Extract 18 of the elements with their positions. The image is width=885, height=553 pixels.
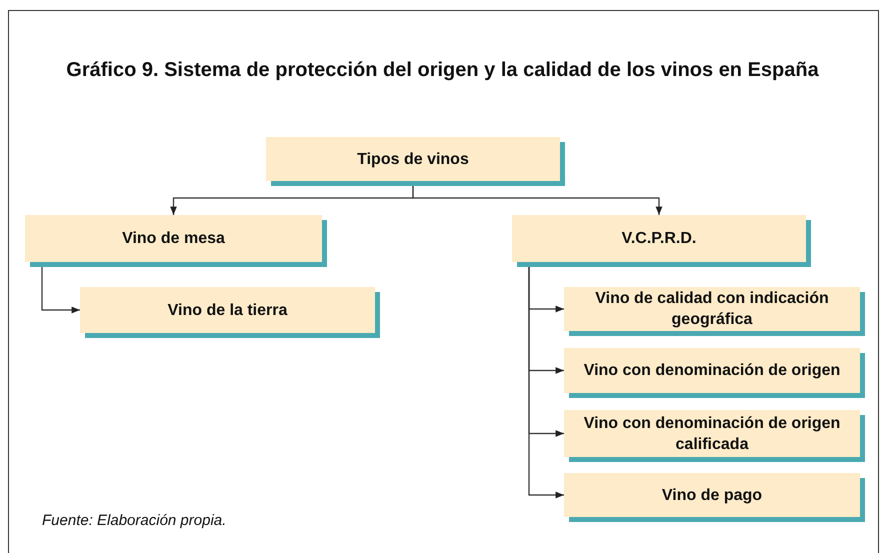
box-label: Vino de pago	[662, 486, 762, 506]
category-box	[266, 137, 560, 181]
diagram-title: Gráfico 9. Sistema de protección del origen y la calidad de los vinos en España	[65, 58, 820, 83]
category-box	[80, 287, 375, 333]
box-label: Tipos de vinos	[357, 150, 469, 170]
box-label: V.C.P.R.D.	[622, 229, 696, 249]
box-label: Vino de calidad con indicación geográfica	[594, 289, 830, 330]
source-note: Fuente: Elaboración propia.	[42, 512, 226, 529]
category-box	[564, 410, 860, 457]
box-label: Vino de mesa	[122, 229, 225, 249]
category-box	[564, 348, 860, 393]
category-box	[564, 287, 860, 331]
box-label: Vino con denominación de origen calificada	[582, 414, 842, 454]
category-box	[564, 473, 860, 517]
box-label: Vino de la tierra	[168, 300, 288, 320]
category-box	[25, 215, 322, 262]
box-label: Vino con denominación de origen	[584, 361, 840, 381]
category-box	[512, 215, 806, 262]
